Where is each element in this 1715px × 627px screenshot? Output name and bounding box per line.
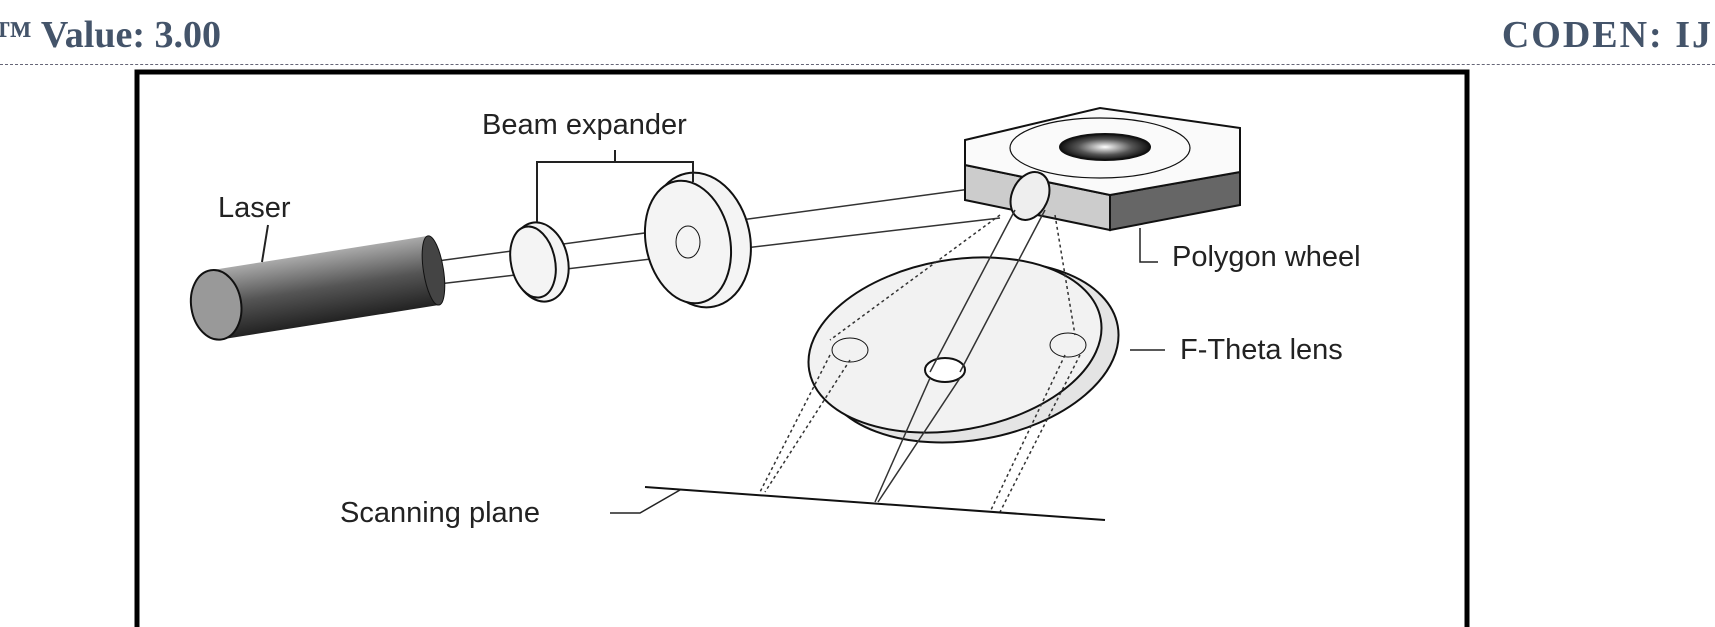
figure-frame	[134, 69, 1470, 627]
label-laser: Laser	[218, 192, 291, 224]
polygon-wheel-icon	[964, 106, 1241, 232]
small-lens-icon	[509, 221, 570, 303]
large-lens-icon	[643, 171, 752, 309]
beam-expander-bracket	[536, 150, 694, 222]
header-divider	[0, 64, 1715, 65]
scanning-plane-leader	[610, 489, 681, 514]
label-scanning-plane: Scanning plane	[340, 497, 540, 529]
label-beam-expander: Beam expander	[482, 109, 687, 141]
label-f-theta-lens: F-Theta lens	[1180, 334, 1343, 366]
scanning-plane-line	[644, 486, 1106, 521]
journal-impact-value: ™ Value: 3.00	[0, 14, 221, 56]
journal-coden: CODEN: IJ	[1501, 14, 1713, 56]
label-polygon-wheel: Polygon wheel	[1172, 241, 1361, 273]
polygon-wheel-leader	[1139, 228, 1158, 263]
laser-icon	[189, 224, 446, 341]
scan-rays	[759, 209, 1081, 513]
